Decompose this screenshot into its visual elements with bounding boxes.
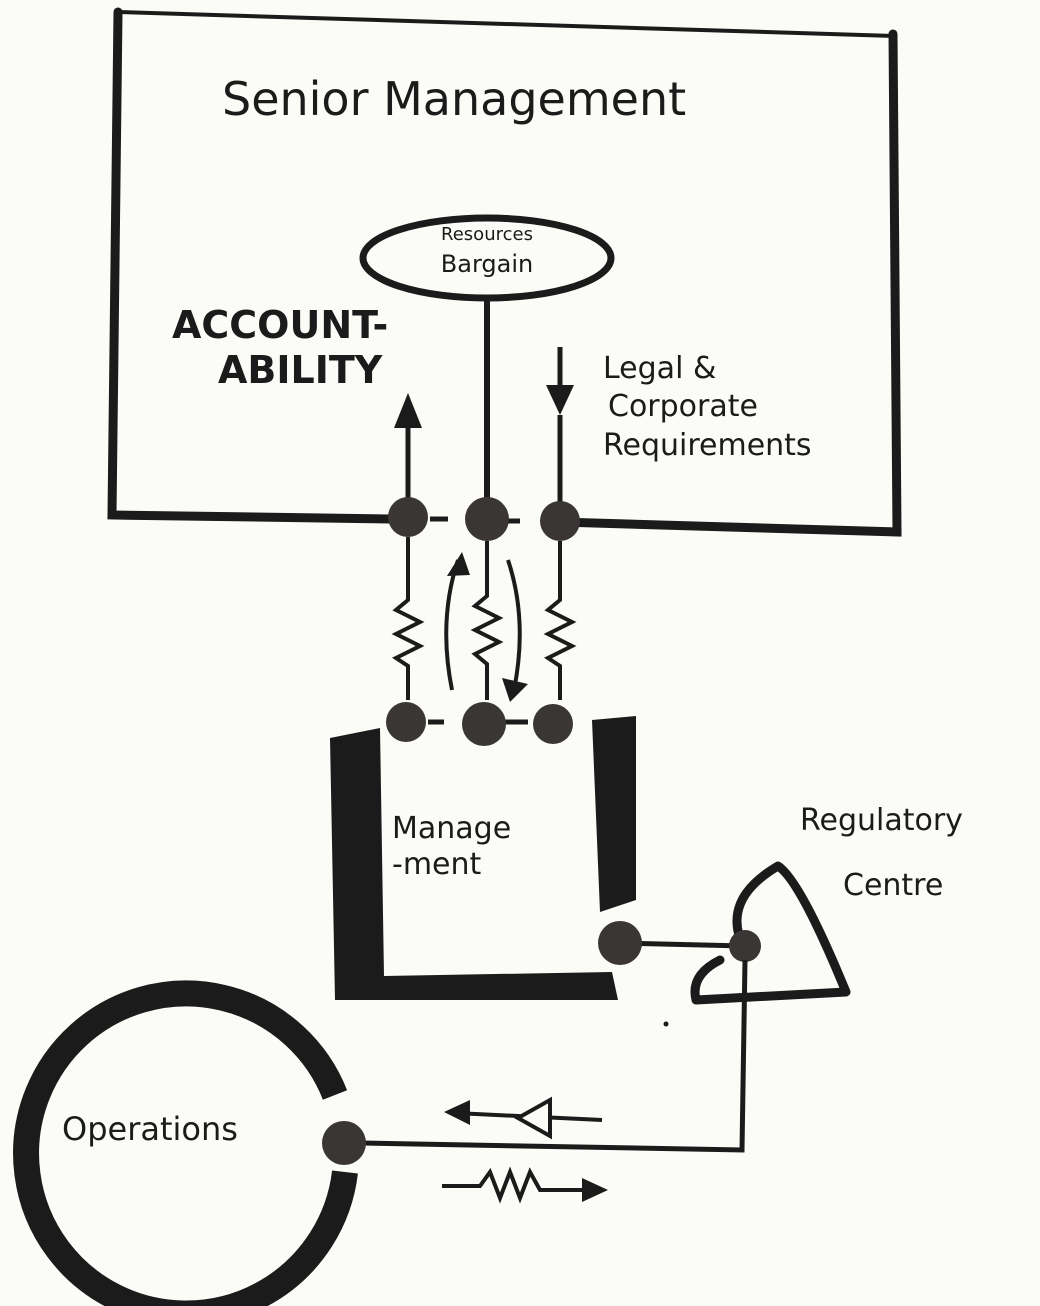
legal-requirements-line2: Corporate [608, 389, 758, 424]
senior-management-title: Senior Management [222, 72, 686, 126]
channel-right-resistor [543, 541, 577, 700]
operations-node [322, 1121, 366, 1165]
upper-node-middle [465, 497, 509, 541]
legal-requirements-line1: Legal & [603, 351, 716, 386]
management-output-node [598, 921, 642, 965]
legal-requirements-line3: Requirements [603, 428, 812, 463]
channel-left-resistor [391, 537, 425, 700]
upper-node-left [388, 497, 428, 537]
lower-node-right [533, 704, 573, 744]
management-regulatory-link [621, 940, 745, 949]
regulatory-centre-label-line1: Regulatory [800, 803, 963, 838]
upward-curved-arrow-head [447, 552, 470, 576]
management-label-line2: -ment [392, 847, 482, 882]
operations-label: Operations [62, 1110, 238, 1148]
lower-node-middle [462, 702, 506, 746]
accountability-label-line1: ACCOUNT- [172, 303, 388, 347]
accountability-arrow-head [394, 393, 422, 428]
regulatory-operations-link [361, 959, 748, 1153]
downward-curved-arrow-head [502, 678, 528, 702]
channel-middle-resistor [470, 541, 504, 700]
senior-management-box [107, 7, 902, 537]
regulatory-node [729, 930, 761, 962]
resource-bargain-label-line2: Bargain [441, 250, 533, 278]
accountability-label-line2: ABILITY [218, 348, 383, 392]
regulatory-centre-triangle [690, 861, 851, 1005]
operations-circle [13, 980, 358, 1306]
upper-node-right [540, 501, 580, 541]
regulatory-centre-label-line2: Centre [843, 868, 943, 903]
amplifier-arrow [444, 1096, 603, 1140]
lower-node-left [386, 702, 426, 742]
downward-curved-arrow [506, 559, 522, 691]
management-label-line1: Manage [392, 811, 511, 846]
management-box [330, 716, 636, 1000]
legal-arrow-head [546, 385, 574, 415]
resource-bargain-label-line1: Resources [441, 224, 533, 245]
ink-dot [663, 1021, 669, 1027]
upward-curved-arrow [444, 559, 460, 691]
attenuator-arrow [442, 1166, 608, 1204]
